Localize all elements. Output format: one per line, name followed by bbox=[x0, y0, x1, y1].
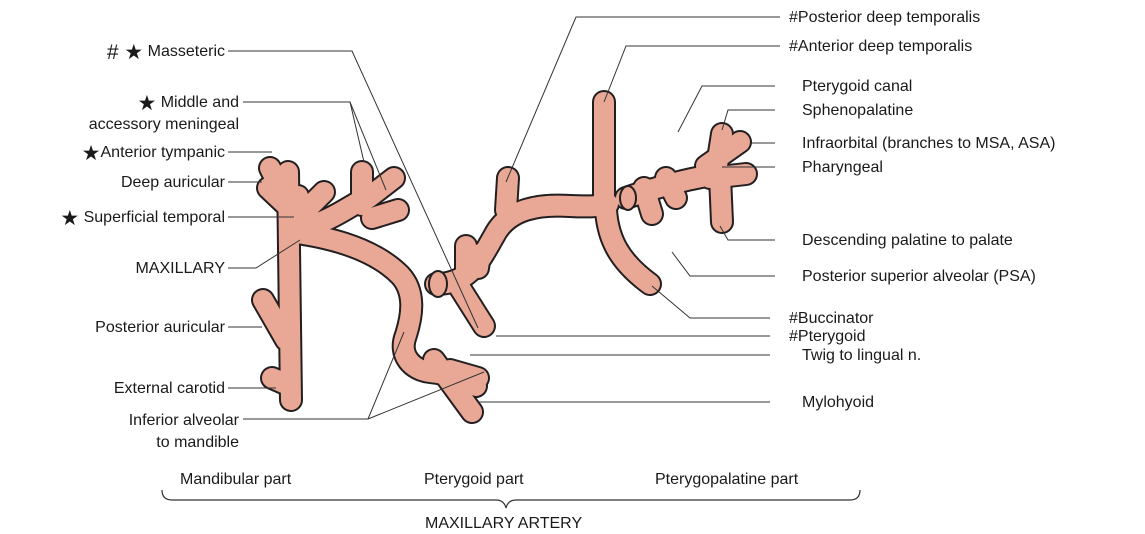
label-sphenopalatine: Sphenopalatine bbox=[802, 101, 913, 120]
label-posterior-superior-alveolar: Posterior superior alveolar (PSA) bbox=[802, 267, 1036, 286]
label-posterior-auricular: Posterior auricular bbox=[95, 318, 225, 337]
label-middle-meningeal-line2: accessory meningeal bbox=[89, 115, 239, 134]
label-descending-palatine: Descending palatine to palate bbox=[802, 231, 1013, 250]
label-inferior-alveolar-line2: to mandible bbox=[156, 433, 239, 452]
label-anterior-tympanic: ★Anterior tympanic bbox=[82, 143, 225, 162]
label-maxillary-artery-title: MAXILLARY ARTERY bbox=[425, 514, 582, 533]
label-maxillary: MAXILLARY bbox=[135, 259, 225, 278]
label-buccinator: #Buccinator bbox=[789, 309, 874, 328]
label-pterygoid-canal: Pterygoid canal bbox=[802, 77, 912, 96]
label-mylohyoid: Mylohyoid bbox=[802, 393, 874, 412]
artery-outline bbox=[263, 102, 746, 412]
label-external-carotid: External carotid bbox=[114, 379, 225, 398]
label-pharyngeal: Pharyngeal bbox=[802, 158, 883, 177]
label-deep-auricular: Deep auricular bbox=[121, 173, 225, 192]
label-anterior-deep-temporalis: #Anterior deep temporalis bbox=[789, 37, 972, 56]
label-pterygopalatine-part: Pterygopalatine part bbox=[655, 470, 798, 489]
label-twig-to-lingual: Twig to lingual n. bbox=[802, 346, 921, 365]
section-braces bbox=[162, 490, 860, 508]
label-infraorbital: Infraorbital (branches to MSA, ASA) bbox=[802, 134, 1055, 153]
label-posterior-deep-temporalis: #Posterior deep temporalis bbox=[789, 8, 980, 27]
label-pterygoid: #Pterygoid bbox=[789, 327, 866, 346]
label-superficial-temporal: ★ Superficial temporal bbox=[60, 208, 225, 227]
label-masseteric: # ★ Masseteric bbox=[107, 42, 225, 61]
label-middle-meningeal-line1: ★ Middle and bbox=[137, 93, 239, 112]
label-mandibular-part: Mandibular part bbox=[180, 470, 291, 489]
label-pterygoid-part: Pterygoid part bbox=[424, 470, 524, 489]
label-inferior-alveolar-line1: Inferior alveolar bbox=[129, 411, 239, 430]
artery-fill bbox=[263, 102, 746, 412]
